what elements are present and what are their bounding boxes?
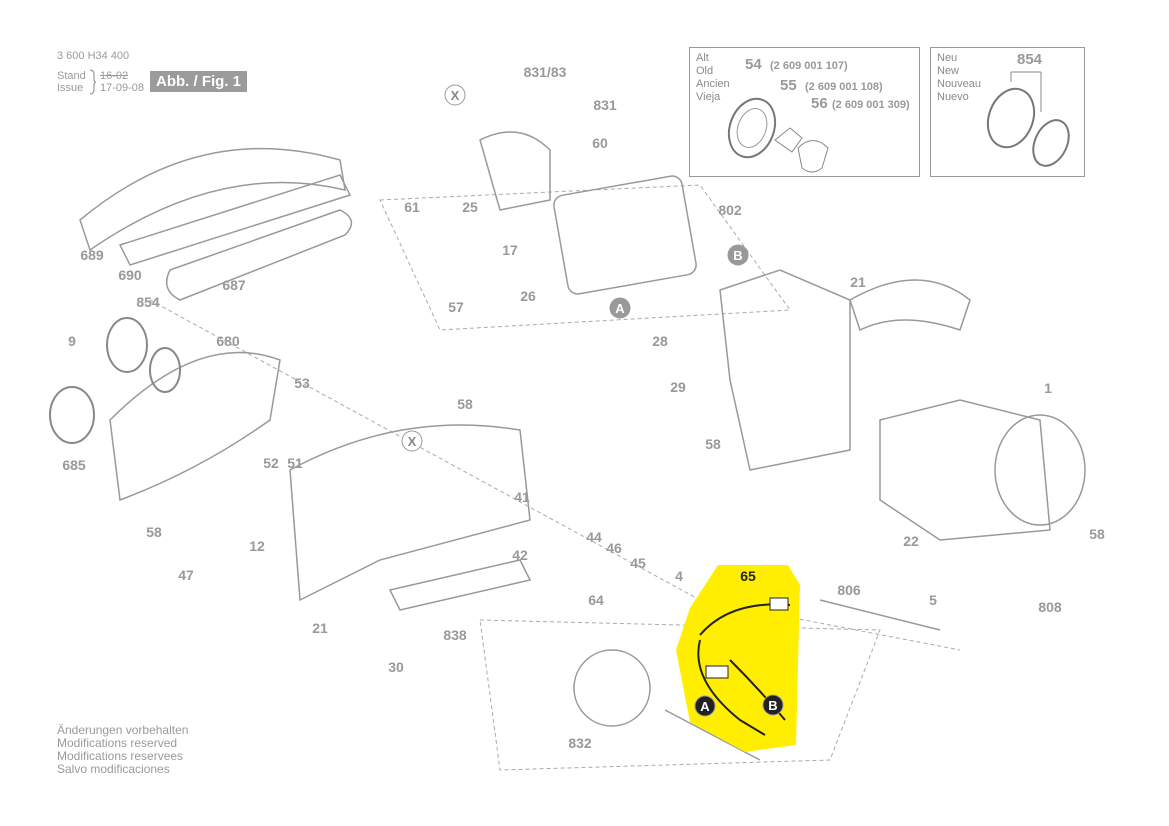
callout-58: 58 <box>1089 526 1105 542</box>
part-55-code: (2 609 001 108) <box>805 81 883 93</box>
part-854: 854 <box>1017 51 1043 68</box>
old-parts-drawing <box>727 97 829 173</box>
callout-22: 22 <box>903 533 919 549</box>
part-854-wheel <box>106 317 148 373</box>
callout-687: 687 <box>222 277 246 293</box>
new-label-en: New <box>937 65 960 77</box>
callout-58: 58 <box>705 436 721 452</box>
callout-60: 60 <box>592 135 608 151</box>
footer-en: Modifications reserved <box>57 736 178 750</box>
issue-date: 17-09-08 <box>100 82 145 94</box>
callout-29: 29 <box>670 379 686 395</box>
part-854-disc <box>149 347 181 393</box>
document-number: 3 600 H34 400 <box>57 50 130 62</box>
callout-42: 42 <box>512 547 528 563</box>
callout-44: 44 <box>586 529 602 545</box>
marker-a-circle <box>609 297 631 319</box>
old-label-de: Alt <box>696 52 709 64</box>
callout-808: 808 <box>1038 599 1062 615</box>
callout-57: 57 <box>448 299 464 315</box>
callout-47: 47 <box>178 567 194 583</box>
old-label-en: Old <box>696 65 714 77</box>
callout-806: 806 <box>837 582 861 598</box>
callout-58: 58 <box>146 524 162 540</box>
switch-connector <box>769 597 789 611</box>
callout-854: 854 <box>136 294 160 310</box>
new-label-de: Neu <box>937 52 958 64</box>
callout-58: 58 <box>457 396 473 412</box>
callout-832: 832 <box>568 735 592 751</box>
stand-label: Stand <box>57 70 86 82</box>
new-label-es: Nuevo <box>937 91 969 103</box>
callout-831/83: 831/83 <box>524 64 567 80</box>
callout-1: 1 <box>1044 380 1052 396</box>
callout-53: 53 <box>294 375 310 391</box>
part-56-code: (2 609 001 309) <box>832 99 910 111</box>
callout-41: 41 <box>514 489 530 505</box>
old-label-es: Vieja <box>696 91 721 103</box>
footer-de: Änderungen vorbehalten <box>57 723 189 737</box>
callout-685: 685 <box>62 457 86 473</box>
part-54-code: (2 609 001 107) <box>770 60 848 72</box>
callout-64: 64 <box>588 592 604 608</box>
callout-690: 690 <box>118 267 142 283</box>
callout-21: 21 <box>312 620 328 636</box>
callout-51: 51 <box>287 455 303 471</box>
callout-30: 30 <box>388 659 404 675</box>
part-56: 56 <box>811 95 828 112</box>
callout-26: 26 <box>520 288 536 304</box>
callout-17: 17 <box>502 242 518 258</box>
callout-802: 802 <box>718 202 742 218</box>
callout-689: 689 <box>80 247 104 263</box>
marker-b-circle <box>762 694 784 716</box>
issue-label: Issue <box>57 82 84 94</box>
marker-x-circle <box>401 430 423 452</box>
callout-45: 45 <box>630 555 646 571</box>
part-54: 54 <box>745 56 762 73</box>
stand-date: 16-02 <box>100 70 129 82</box>
callout-52: 52 <box>263 455 279 471</box>
callout-25: 25 <box>462 199 478 215</box>
marker-a: A <box>700 699 710 714</box>
marker-b-circle <box>727 244 749 266</box>
callout-831: 831 <box>593 97 617 113</box>
marker-a-circle <box>694 695 716 717</box>
marker-b: B <box>733 248 742 263</box>
old-label-fr: Ancien <box>696 78 730 90</box>
capacitor <box>705 665 729 679</box>
callout-838: 838 <box>443 627 467 643</box>
part-685-wheel <box>49 386 95 444</box>
figure-label: Abb. / Fig. 1 <box>150 71 247 92</box>
callout-46: 46 <box>606 540 622 556</box>
marker-x: X <box>408 434 417 449</box>
callout-65: 65 <box>740 568 756 584</box>
callout-680: 680 <box>216 333 240 349</box>
footer-fr: Modifications reservees <box>57 749 184 763</box>
footer-es: Salvo modificaciones <box>57 762 170 776</box>
brace-icon <box>89 69 97 95</box>
marker-x: X <box>451 88 460 103</box>
callout-61: 61 <box>404 199 420 215</box>
callout-9: 9 <box>68 333 76 349</box>
callout-28: 28 <box>652 333 668 349</box>
callout-12: 12 <box>249 538 265 554</box>
part-55: 55 <box>780 77 797 94</box>
new-parts-box: Neu New Nouveau Nuevo 854 <box>930 47 1085 177</box>
old-parts-box: Alt Old Ancien Vieja 54 (2 609 001 107) … <box>689 47 920 177</box>
new-parts-drawing <box>986 71 1070 167</box>
callout-21: 21 <box>850 274 866 290</box>
callout-5: 5 <box>929 592 937 608</box>
callout-4: 4 <box>675 568 683 584</box>
marker-x-circle <box>444 84 466 106</box>
new-label-fr: Nouveau <box>937 78 982 90</box>
marker-a: A <box>615 301 625 316</box>
footer-notes: Änderungen vorbehalten Modifications res… <box>57 724 188 776</box>
marker-b: B <box>768 698 777 713</box>
highlight-part-65 <box>676 565 800 752</box>
